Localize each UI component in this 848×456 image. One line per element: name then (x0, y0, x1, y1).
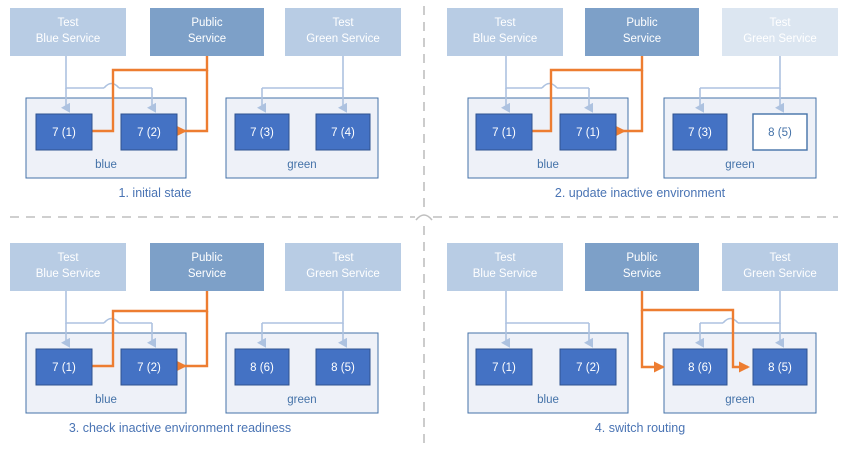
p1-test-blue-line1: Test (57, 17, 79, 29)
p4-blue-pod-0-label: 7 (1) (492, 362, 516, 374)
p4-env-blue-label: blue (537, 394, 559, 406)
panel-4: Test Blue Service Public Service Test Gr… (447, 243, 838, 435)
p2-blue-pod-0[interactable]: 7 (1) (475, 113, 533, 151)
p3-test-blue-line1: Test (57, 252, 79, 264)
p2-env-blue-label: blue (537, 159, 559, 171)
p3-test-green-line1: Test (332, 252, 354, 264)
p4-blue-pod-1[interactable]: 7 (2) (559, 348, 617, 386)
p4-test-green-service[interactable]: Test Green Service (722, 243, 838, 291)
p4-test-green-line2: Green Service (743, 268, 817, 280)
p4-green-pod-1-label: 8 (5) (768, 362, 792, 374)
p3-public-service[interactable]: Public Service (150, 243, 264, 291)
p2-public-service[interactable]: Public Service (585, 8, 699, 56)
p4-caption: 4. switch routing (595, 421, 685, 435)
p1-public-line1: Public (191, 17, 223, 29)
p3-green-pod-1-label: 8 (5) (331, 362, 355, 374)
panel-3: Test Blue Service Public Service Test Gr… (10, 243, 401, 435)
p4-test-blue-line1: Test (494, 252, 516, 264)
p4-test-blue-service[interactable]: Test Blue Service (447, 243, 563, 291)
p3-blue-pod-0-label: 7 (1) (52, 362, 76, 374)
p1-public-service[interactable]: Public Service (150, 8, 264, 56)
p2-public-route (515, 56, 644, 137)
p2-test-blue-line1: Test (494, 17, 516, 29)
p3-public-line2: Service (188, 268, 226, 280)
p1-blue-pod-0[interactable]: 7 (1) (35, 113, 93, 151)
p1-blue-pod-1[interactable]: 7 (2) (120, 113, 178, 151)
p1-green-pod-0-label: 7 (3) (250, 127, 274, 139)
p4-env-green-label: green (725, 394, 754, 406)
p3-blue-pod-1-label: 7 (2) (137, 362, 161, 374)
panel-dividers (10, 6, 838, 450)
p4-green-pod-0-label: 8 (6) (688, 362, 712, 374)
p1-green-pod-1[interactable]: 7 (4) (315, 113, 371, 151)
p3-env-green-label: green (287, 394, 316, 406)
p4-public-route (640, 291, 750, 373)
divider-hop-arc (415, 214, 433, 221)
p2-caption: 2. update inactive environment (555, 186, 726, 200)
p4-public-line2: Service (623, 268, 661, 280)
p4-green-pod-1[interactable]: 8 (5) (752, 348, 808, 386)
p4-blue-pod-0[interactable]: 7 (1) (475, 348, 533, 386)
p2-public-line1: Public (626, 17, 658, 29)
p3-test-green-connector (257, 291, 347, 348)
p3-test-blue-service[interactable]: Test Blue Service (10, 243, 126, 291)
p1-public-route (76, 56, 209, 137)
p1-green-pod-0[interactable]: 7 (3) (234, 113, 290, 151)
p3-caption: 3. check inactive environment readiness (69, 421, 291, 435)
p2-public-line2: Service (623, 33, 661, 45)
p4-public-line1: Public (626, 252, 658, 264)
p1-test-blue-connector (61, 56, 156, 113)
p2-env-green-label: green (725, 159, 754, 171)
p1-blue-pod-1-label: 7 (2) (137, 127, 161, 139)
p4-test-blue-connector (501, 291, 593, 348)
p2-test-green-connector (695, 56, 784, 113)
p2-blue-pod-1-label: 7 (1) (576, 127, 600, 139)
p4-test-green-connector (695, 291, 784, 348)
p2-test-blue-service[interactable]: Test Blue Service (447, 8, 563, 56)
p4-green-pod-0[interactable]: 8 (6) (672, 348, 728, 386)
p2-test-blue-connector (501, 56, 593, 113)
p2-green-pod-1[interactable]: 8 (5) (752, 113, 808, 151)
p1-env-green-label: green (287, 159, 316, 171)
p3-test-green-line2: Green Service (306, 268, 380, 280)
p2-blue-pod-0-label: 7 (1) (492, 127, 516, 139)
p3-green-pod-0[interactable]: 8 (6) (234, 348, 290, 386)
p2-test-blue-line2: Blue Service (473, 33, 538, 45)
p3-public-route (76, 291, 209, 372)
p3-test-green-service[interactable]: Test Green Service (285, 243, 401, 291)
p4-public-service[interactable]: Public Service (585, 243, 699, 291)
p3-test-blue-connector (61, 291, 156, 348)
p1-blue-pod-0-label: 7 (1) (52, 127, 76, 139)
p3-blue-pod-0[interactable]: 7 (1) (35, 348, 93, 386)
p2-test-green-line1: Test (769, 17, 791, 29)
panel-1: Test Blue Service Public Service Test Gr… (10, 8, 401, 200)
p2-green-pod-0-label: 7 (3) (688, 127, 712, 139)
p1-test-green-line2: Green Service (306, 33, 380, 45)
p2-green-pod-1-label: 8 (5) (768, 127, 792, 139)
p1-public-line2: Service (188, 33, 226, 45)
panel-2: Test Blue Service Public Service Test Gr… (447, 8, 838, 200)
p2-test-green-service[interactable]: Test Green Service (722, 8, 838, 56)
p2-blue-pod-1[interactable]: 7 (1) (559, 113, 617, 151)
p3-public-line1: Public (191, 252, 223, 264)
p4-test-blue-line2: Blue Service (473, 268, 538, 280)
p2-test-green-line2: Green Service (743, 33, 817, 45)
p1-env-blue-label: blue (95, 159, 117, 171)
p1-test-blue-service[interactable]: Test Blue Service (10, 8, 126, 56)
p1-test-green-line1: Test (332, 17, 354, 29)
p1-test-green-connector (257, 56, 347, 113)
p1-caption: 1. initial state (119, 186, 192, 200)
p4-blue-pod-1-label: 7 (2) (576, 362, 600, 374)
p3-blue-pod-1[interactable]: 7 (2) (120, 348, 178, 386)
p2-green-pod-0[interactable]: 7 (3) (672, 113, 728, 151)
p3-green-pod-1[interactable]: 8 (5) (315, 348, 371, 386)
p4-test-green-line1: Test (769, 252, 791, 264)
p3-env-blue-label: blue (95, 394, 117, 406)
p3-green-pod-0-label: 8 (6) (250, 362, 274, 374)
p1-test-blue-line2: Blue Service (36, 33, 101, 45)
p1-green-pod-1-label: 7 (4) (331, 127, 355, 139)
p1-test-green-service[interactable]: Test Green Service (285, 8, 401, 56)
p3-test-blue-line2: Blue Service (36, 268, 101, 280)
